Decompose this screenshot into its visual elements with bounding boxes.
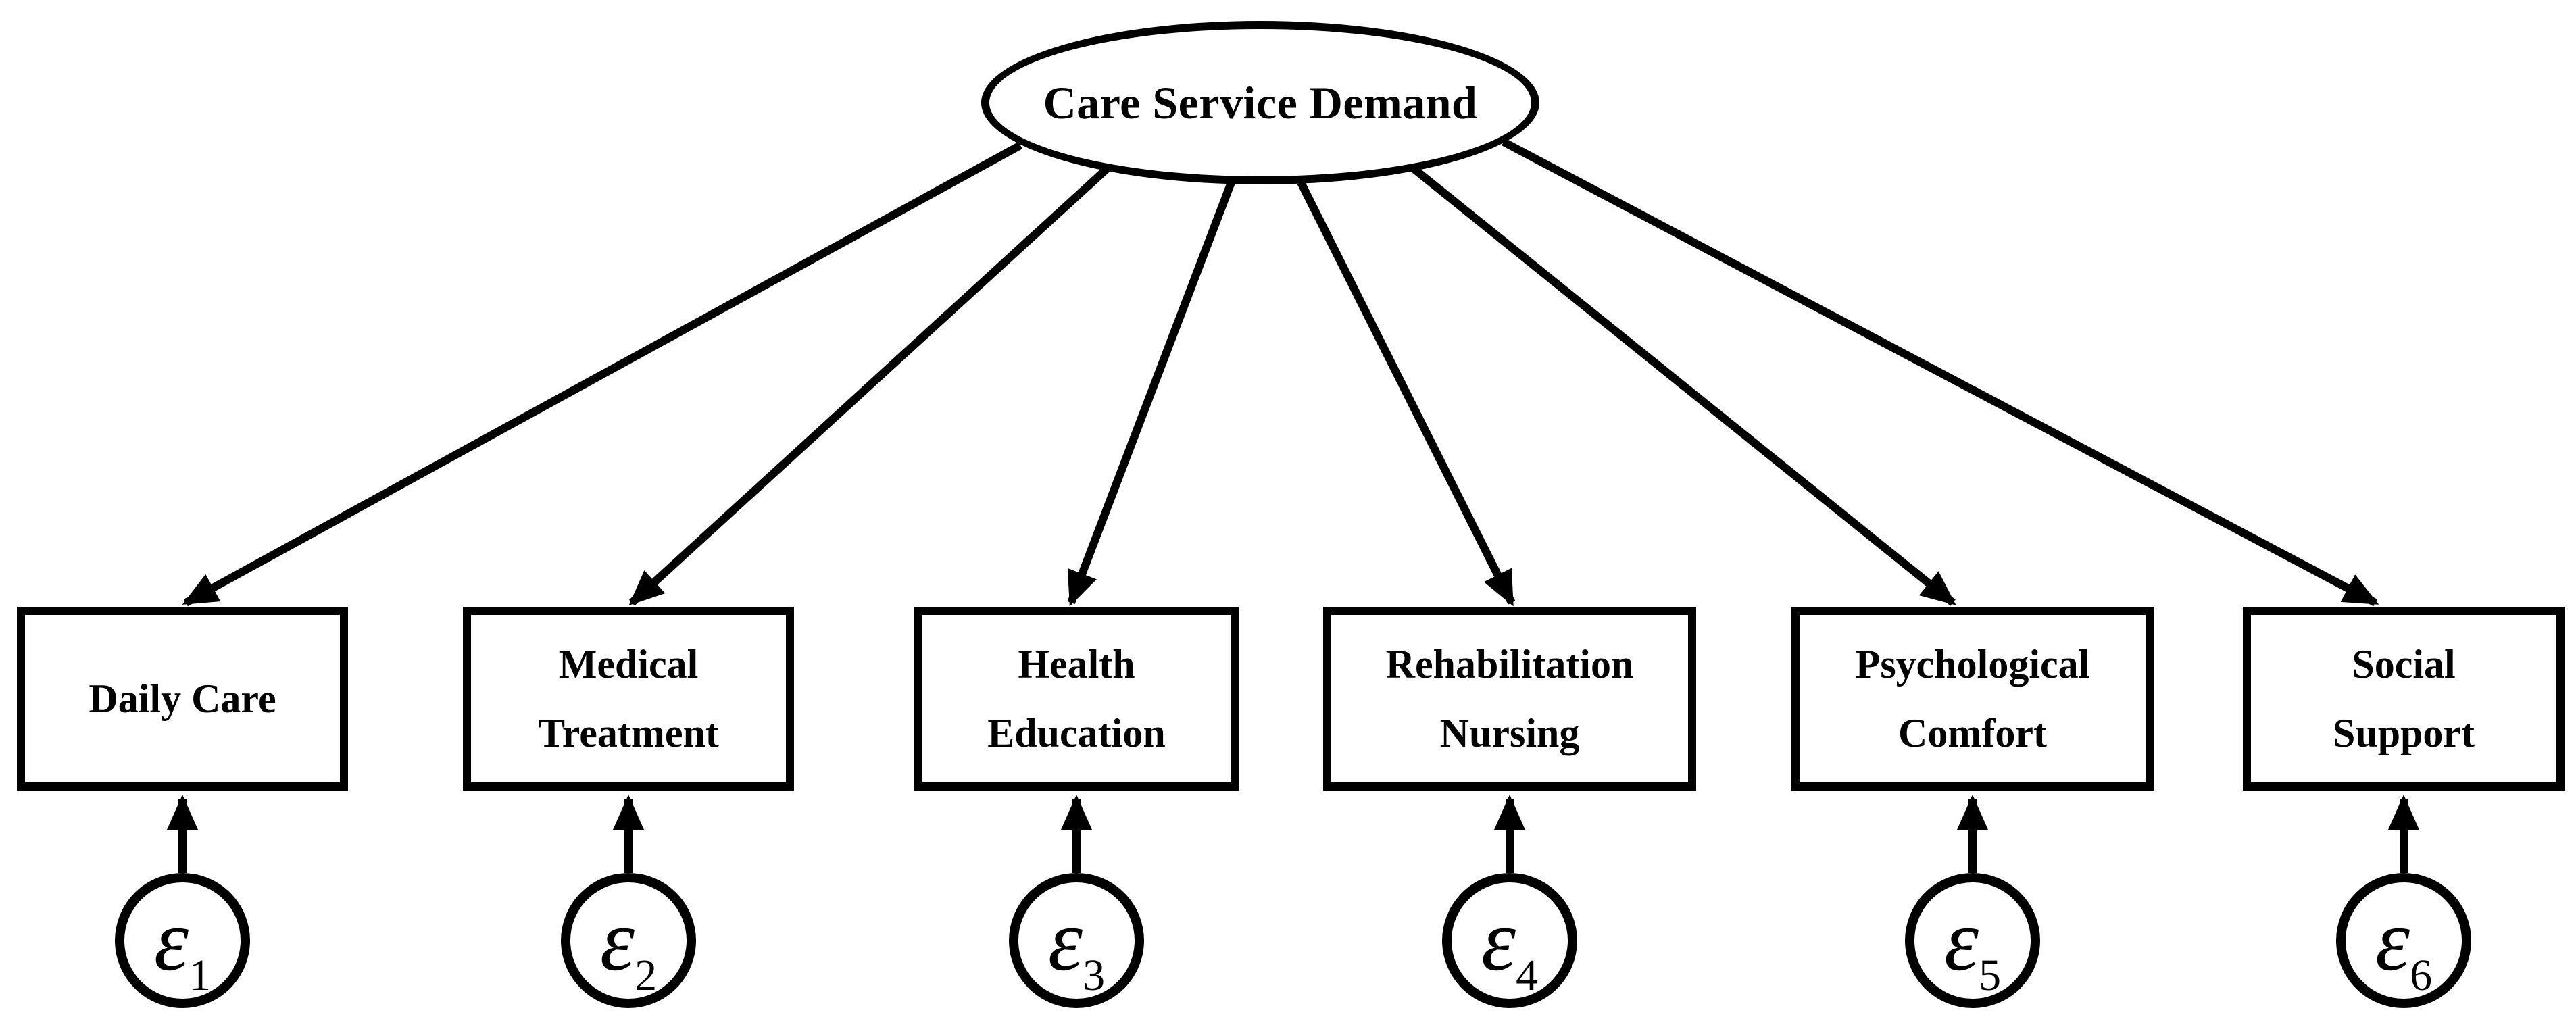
indicator-box-psychological-comfort: Psychological Comfort xyxy=(1791,607,2154,791)
error-circle-2: ε2 xyxy=(561,873,696,1008)
error-circle-6: ε6 xyxy=(2336,873,2471,1008)
epsilon-symbol: ε xyxy=(153,892,189,989)
indicator-box-rehabilitation-nursing: Rehabilitation Nursing xyxy=(1323,607,1696,791)
error-term-label: ε1 xyxy=(154,897,211,998)
loading-arrow-daily-care xyxy=(182,141,1022,607)
indicator-label-line: Psychological xyxy=(1855,642,2090,687)
loading-arrow-health-education xyxy=(1067,180,1235,607)
indicator-label-line: Treatment xyxy=(538,711,719,755)
error-circle-1: ε1 xyxy=(115,873,250,1008)
epsilon-subscript: 6 xyxy=(2410,951,2433,1000)
indicator-box-daily-care: Daily Care xyxy=(17,607,348,791)
indicator-label-line: Rehabilitation xyxy=(1385,642,1634,687)
indicator-box-medical-treatment: Medical Treatment xyxy=(463,607,794,791)
error-term-label: ε5 xyxy=(1944,897,2001,998)
loading-arrow-medical-treatment xyxy=(628,164,1112,606)
epsilon-symbol: ε xyxy=(1047,892,1083,989)
indicator-box-health-education: Health Education xyxy=(914,607,1239,791)
error-term-label: ε6 xyxy=(2375,897,2432,998)
loading-arrow-psychological-comfort xyxy=(1410,164,1956,606)
indicator-label-line: Health xyxy=(1018,642,1135,687)
error-circle-3: ε3 xyxy=(1009,873,1144,1008)
epsilon-symbol: ε xyxy=(1481,892,1516,989)
epsilon-subscript: 5 xyxy=(1979,951,2002,1000)
epsilon-subscript: 1 xyxy=(189,951,212,1000)
indicator-label-line: Daily Care xyxy=(89,676,276,721)
indicator-label-line: Nursing xyxy=(1439,711,1580,755)
indicator-label-line: Medical xyxy=(558,642,699,687)
indicator-label-line: Social xyxy=(2352,642,2456,687)
loading-arrow-rehabilitation-nursing xyxy=(1297,180,1516,607)
error-term-label: ε4 xyxy=(1481,897,1538,998)
epsilon-symbol: ε xyxy=(599,892,635,989)
latent-label: Care Service Demand xyxy=(1043,76,1478,128)
error-circle-5: ε5 xyxy=(1905,873,2040,1008)
error-term-label: ε2 xyxy=(600,897,657,998)
epsilon-subscript: 3 xyxy=(1083,951,1106,1000)
error-term-label: ε3 xyxy=(1048,897,1105,998)
epsilon-subscript: 4 xyxy=(1516,951,1539,1000)
indicator-box-social-support: Social Support xyxy=(2243,607,2565,791)
epsilon-symbol: ε xyxy=(1943,892,1979,989)
error-circle-4: ε4 xyxy=(1442,873,1577,1008)
indicator-label-line: Support xyxy=(2332,711,2475,755)
arrows-group xyxy=(167,138,2419,873)
indicator-label-line: Comfort xyxy=(1898,711,2047,755)
latent-ellipse-care-service-demand: Care Service Demand xyxy=(981,21,1539,184)
epsilon-subscript: 2 xyxy=(635,951,658,1000)
indicator-label-line: Education xyxy=(987,711,1166,755)
epsilon-symbol: ε xyxy=(2375,892,2410,989)
loading-arrow-social-support xyxy=(1502,138,2379,607)
